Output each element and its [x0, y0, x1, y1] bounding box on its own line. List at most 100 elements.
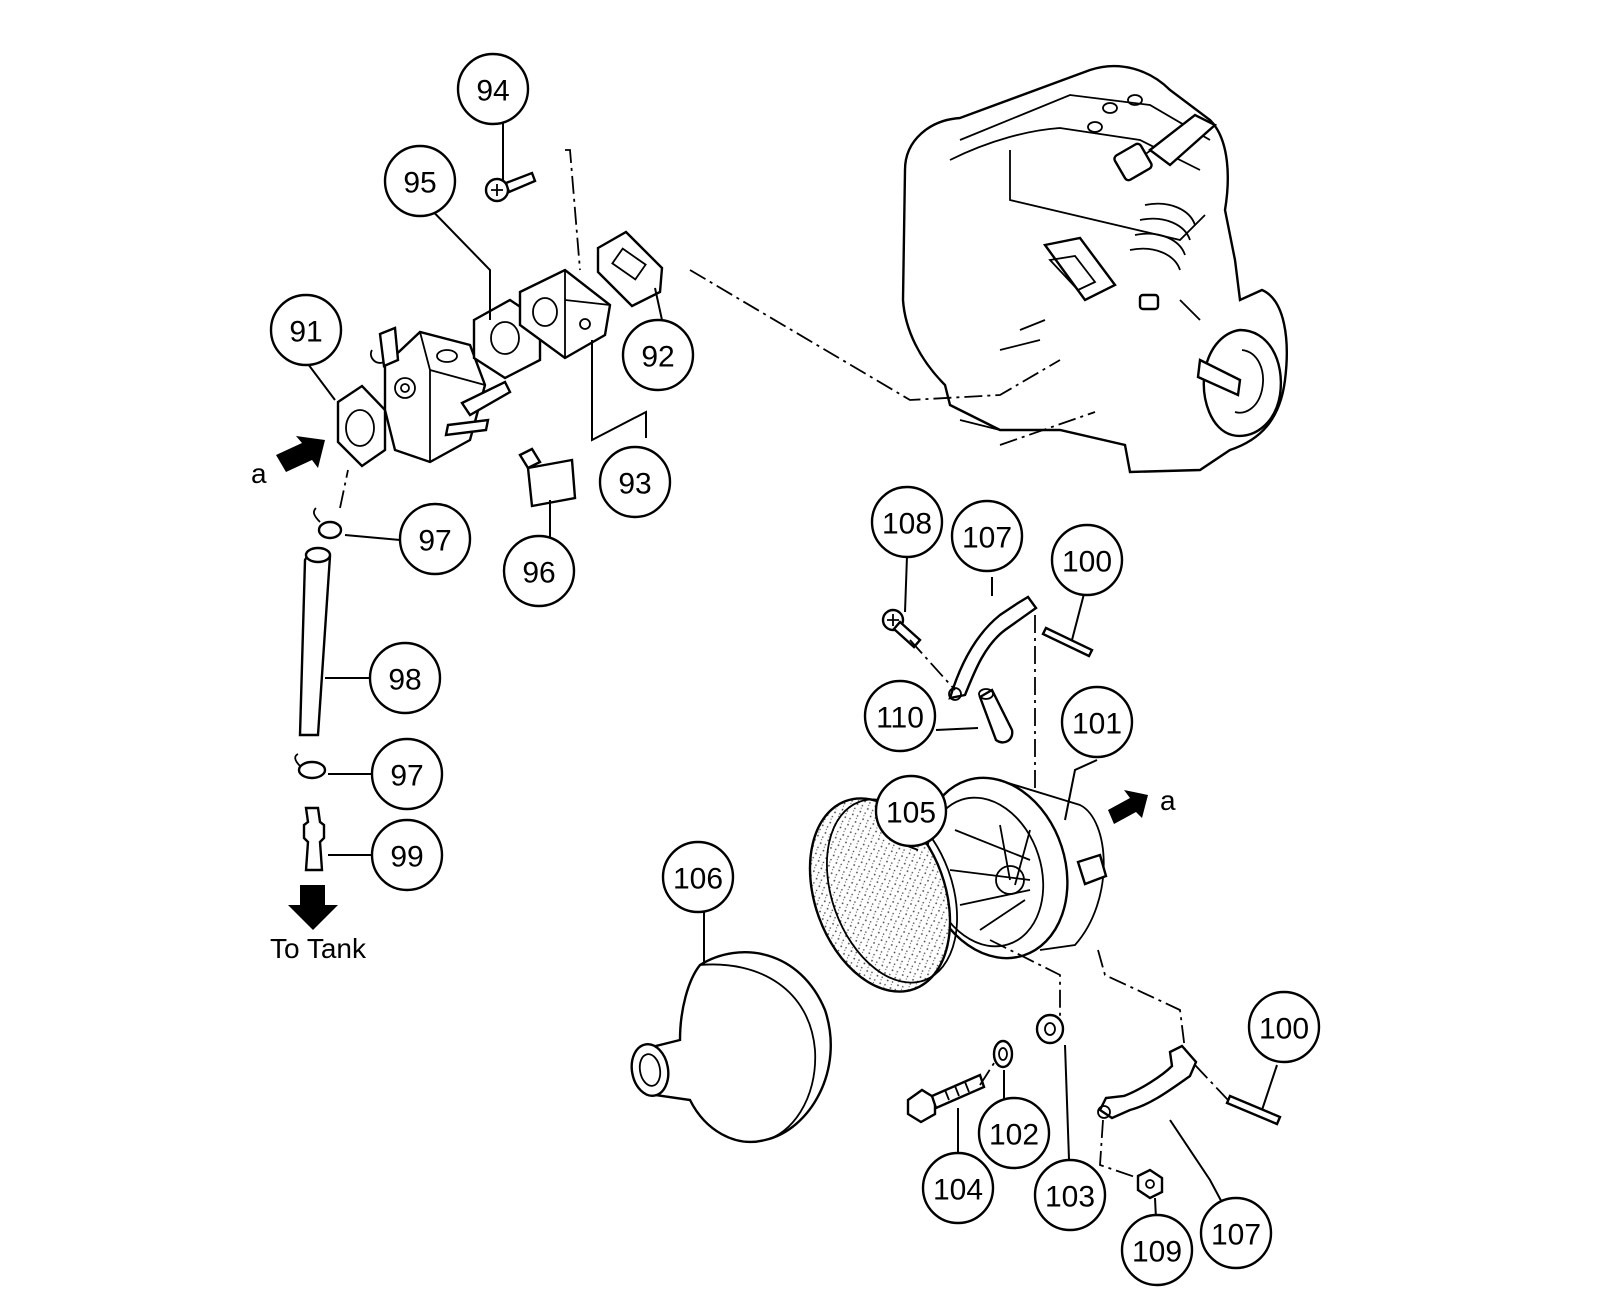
callout-circle — [598, 445, 672, 519]
callout-label: 97 — [390, 760, 423, 793]
callout-label: 96 — [522, 557, 555, 590]
callout-99: 99 — [370, 818, 444, 892]
callout-label: 107 — [1211, 1219, 1261, 1252]
arrow-a-left — [276, 436, 325, 472]
nut-109 — [1136, 1168, 1164, 1200]
callout-circle — [370, 818, 444, 892]
washer-102 — [992, 1039, 1014, 1069]
pin-100-upper — [1041, 626, 1094, 658]
callout-circle — [874, 774, 948, 848]
callout-label: 99 — [390, 841, 423, 874]
callout-label: 104 — [933, 1174, 983, 1207]
clamp-97-upper — [313, 507, 343, 540]
callout-circle — [1060, 685, 1134, 759]
callout-label: 97 — [418, 525, 451, 558]
callout-95: 95 — [383, 144, 457, 218]
callout-label: 103 — [1045, 1181, 1095, 1214]
arrow-a-right — [1108, 790, 1148, 824]
callout-label: 106 — [673, 863, 723, 896]
callout-label: 110 — [876, 702, 924, 735]
spacer-103 — [1035, 1013, 1065, 1045]
callout-98: 98 — [368, 641, 442, 715]
callout-label: 91 — [289, 316, 322, 349]
callout-108: 108 — [870, 485, 944, 559]
callout-circle — [870, 485, 944, 559]
assembly-lines — [339, 149, 1229, 1179]
filter-cover-106 — [630, 951, 832, 1143]
callout-circle — [950, 499, 1024, 573]
bracket-107-lower — [1097, 1044, 1198, 1120]
callout-label: 94 — [476, 75, 509, 108]
bracket-107-upper — [948, 595, 1038, 701]
gasket-91 — [336, 384, 387, 468]
callout-circle — [1033, 1158, 1107, 1232]
callout-circle — [502, 534, 576, 608]
callout-circle — [368, 641, 442, 715]
bolt-108 — [881, 608, 922, 649]
carburetor — [370, 326, 512, 464]
callout-109: 109 — [1120, 1213, 1194, 1287]
callout-91: 91 — [269, 293, 343, 367]
callout-94: 94 — [456, 52, 530, 126]
callout-107-upper: 107 — [950, 499, 1024, 573]
air-cleaner-base-101 — [921, 776, 1108, 960]
callout-circle — [370, 737, 444, 811]
callout-96: 96 — [502, 534, 576, 608]
callout-label: 98 — [388, 664, 421, 697]
callout-97-lower: 97 — [370, 737, 444, 811]
callout-93: 93 — [598, 445, 672, 519]
callout-label: 92 — [641, 341, 674, 374]
callout-101: 101 — [1060, 685, 1134, 759]
callout-97-upper: 97 — [398, 502, 472, 576]
engine-block — [901, 64, 1288, 474]
clamp-97-lower — [294, 753, 327, 780]
callout-circle — [383, 144, 457, 218]
callout-100-upper: 100 — [1050, 523, 1124, 597]
callout-circle — [661, 840, 735, 914]
callout-104: 104 — [921, 1151, 995, 1225]
callout-label: 101 — [1072, 708, 1122, 741]
callout-label: 108 — [882, 508, 932, 541]
callout-circle — [269, 293, 343, 367]
callout-label: 107 — [962, 522, 1012, 555]
choke-lever-96 — [518, 447, 577, 508]
callout-circle — [621, 318, 695, 392]
label-a-right: a — [1160, 785, 1176, 816]
bolt-94 — [484, 171, 537, 203]
callout-circle — [921, 1151, 995, 1225]
callout-label: 100 — [1062, 546, 1112, 579]
callout-label: 93 — [618, 468, 651, 501]
callout-circle — [977, 1096, 1051, 1170]
callout-107-lower: 107 — [1199, 1196, 1273, 1270]
sleeve-110 — [978, 688, 1014, 744]
callout-circle — [1050, 523, 1124, 597]
callout-100-lower: 100 — [1247, 990, 1321, 1064]
gasket-92 — [596, 230, 664, 308]
label-a-left: a — [251, 458, 267, 489]
label-to-tank: To Tank — [270, 933, 367, 964]
arrow-to-tank — [288, 885, 338, 930]
callout-105: 105 — [874, 774, 948, 848]
pin-100-lower — [1225, 1094, 1282, 1126]
callout-label: 95 — [403, 167, 436, 200]
callout-102: 102 — [977, 1096, 1051, 1170]
callout-label: 109 — [1132, 1236, 1182, 1269]
callout-110: 110 — [863, 679, 937, 753]
callout-label: 105 — [886, 797, 936, 830]
callout-92: 92 — [621, 318, 695, 392]
callout-circle — [863, 679, 937, 753]
bolt-104 — [906, 1073, 986, 1124]
callout-circle — [398, 502, 472, 576]
callout-103: 103 — [1033, 1158, 1107, 1232]
fitting-99 — [302, 806, 326, 872]
callout-label: 102 — [989, 1119, 1039, 1152]
callout-circle — [456, 52, 530, 126]
callout-circle — [1199, 1196, 1273, 1270]
callout-circle — [1247, 990, 1321, 1064]
callout-circle — [1120, 1213, 1194, 1287]
callout-106: 106 — [661, 840, 735, 914]
fuel-hose-98 — [298, 546, 332, 737]
insulator-93 — [518, 268, 612, 360]
callout-label: 100 — [1259, 1013, 1309, 1046]
